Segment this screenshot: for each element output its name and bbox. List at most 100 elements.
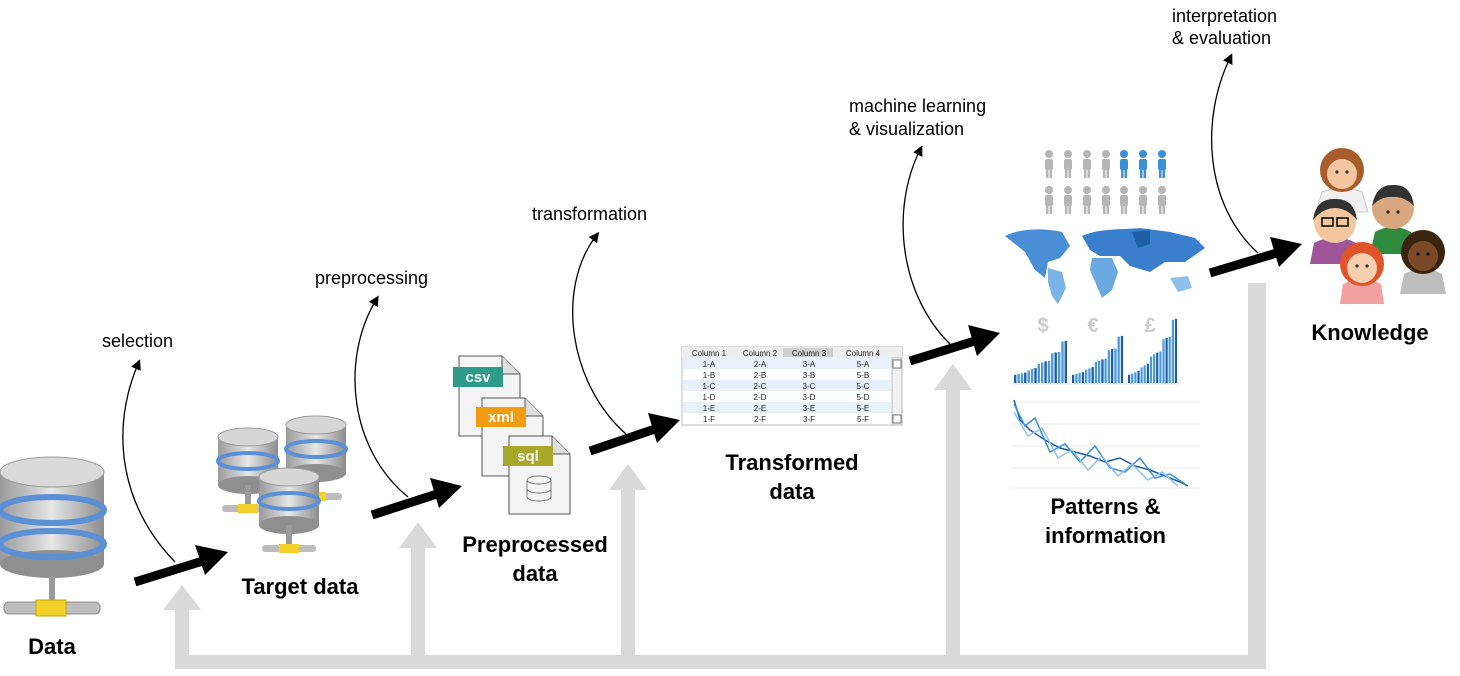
feedback-loop	[163, 283, 1266, 669]
currency-bar	[1128, 374, 1131, 383]
currency-bar	[1114, 348, 1117, 383]
currency-bar	[1117, 336, 1120, 383]
xml-tag: xml	[488, 409, 514, 426]
currency-bar	[1024, 372, 1027, 383]
table-cell: 1-F	[703, 415, 715, 424]
currency-bar	[1061, 341, 1064, 383]
currency-bar	[1075, 374, 1078, 383]
flow-arrow-1	[133, 545, 228, 587]
pattern-line-chart	[1012, 399, 1200, 489]
data-database-icon	[0, 456, 107, 617]
step-ml-line2: & visualization	[849, 119, 965, 139]
currency-bar	[1098, 360, 1101, 383]
currency-bar	[1107, 350, 1111, 383]
knowledge-people-icons	[1310, 148, 1446, 304]
person-pictogram-icon	[1139, 150, 1147, 178]
person-pictogram-icon	[1102, 150, 1110, 178]
pound-label: £	[1144, 315, 1155, 337]
person-pictogram-icon	[1120, 186, 1128, 214]
table-cell: 5-C	[857, 382, 870, 391]
step-interpretation: interpretation & evaluation	[1172, 5, 1277, 49]
currency-bar	[1064, 341, 1067, 383]
preprocessed-file-icons: csv xml sql	[453, 355, 571, 515]
currency-bar	[1091, 367, 1094, 383]
currency-bar	[1017, 374, 1020, 383]
flow-arrow-2	[370, 478, 462, 520]
table-cell: 1-C	[703, 382, 716, 391]
currency-bar	[1174, 318, 1178, 383]
person-pictogram-icon	[1064, 186, 1072, 214]
table-cell: 2-C	[754, 382, 767, 391]
step-arrows	[122, 53, 1259, 563]
currency-bar-charts: $ € £	[1012, 315, 1180, 385]
table-cell: 1-B	[703, 371, 715, 380]
table-cell: 2-D	[754, 393, 767, 402]
currency-bar	[1044, 361, 1047, 383]
currency-bar	[1153, 354, 1156, 383]
currency-bar	[1072, 374, 1075, 383]
currency-bar	[1037, 363, 1040, 383]
people-pictogram	[1045, 150, 1166, 214]
target-database-icons	[216, 414, 348, 553]
table-header-cell: Column 3	[792, 349, 827, 358]
table-cell: 2-E	[754, 404, 766, 413]
person-face-5	[1400, 230, 1446, 294]
step-interp-line1: interpretation	[1172, 6, 1278, 26]
sql-tag: sql	[517, 448, 539, 465]
currency-bar	[1156, 352, 1159, 383]
person-pictogram-icon	[1083, 186, 1091, 214]
currency-bar	[1034, 368, 1037, 383]
table-header-cell: Column 2	[743, 349, 778, 358]
currency-bar	[1030, 369, 1034, 383]
table-cell: 2-B	[754, 371, 766, 380]
table-cell: 3-A	[803, 360, 816, 369]
table-cell: 1-D	[703, 393, 716, 402]
currency-bar	[1078, 373, 1081, 383]
dollar-label: $	[1037, 315, 1048, 337]
currency-bar	[1054, 352, 1057, 383]
stage-label-preprocessed-data: Preprocessed data	[462, 532, 608, 586]
currency-bar	[1027, 370, 1030, 383]
currency-bar	[1014, 374, 1017, 383]
csv-tag: csv	[465, 369, 491, 386]
table-cell: 2-A	[754, 360, 767, 369]
table-cell: 5-E	[857, 404, 869, 413]
currency-bar	[1047, 360, 1051, 383]
currency-bar	[1051, 353, 1054, 383]
currency-bar	[1120, 335, 1124, 383]
currency-bar	[1140, 367, 1143, 383]
table-cell: 5-A	[857, 360, 870, 369]
table-cell: 3-B	[803, 371, 815, 380]
currency-bar	[1134, 372, 1137, 383]
step-ml-line1: machine learning	[849, 96, 987, 116]
stage-label-transformed-data: Transformed data	[725, 450, 859, 504]
stage-label-data: Data	[28, 634, 76, 659]
currency-bar	[1137, 371, 1140, 383]
table-cell: 1-A	[703, 360, 716, 369]
person-pictogram-icon	[1083, 150, 1091, 178]
person-pictogram-icon	[1158, 150, 1166, 178]
currency-bar	[1081, 372, 1085, 383]
currency-bar	[1165, 337, 1168, 383]
table-cell: 5-F	[857, 415, 869, 424]
currency-bar	[1168, 337, 1171, 383]
currency-bar	[1149, 356, 1153, 383]
currency-bar	[1131, 373, 1134, 383]
currency-bar	[1159, 351, 1162, 383]
sql-file-icon: sql	[503, 435, 571, 515]
person-pictogram-icon	[1158, 186, 1166, 214]
flow-arrow-4	[908, 325, 1000, 366]
table-cell: 5-D	[857, 393, 870, 402]
person-pictogram-icon	[1139, 186, 1147, 214]
flow-arrow-3	[588, 413, 680, 456]
currency-bar	[1111, 349, 1114, 383]
step-machine-learning: machine learning & visualization	[849, 95, 986, 141]
step-interp-line2: & evaluation	[1172, 28, 1272, 48]
currency-bar	[1088, 368, 1091, 383]
currency-bar	[1094, 362, 1098, 383]
stage-label-target-data: Target data	[241, 574, 359, 599]
table-cell: 2-F	[754, 415, 766, 424]
table-cell: 3-E	[803, 404, 815, 413]
